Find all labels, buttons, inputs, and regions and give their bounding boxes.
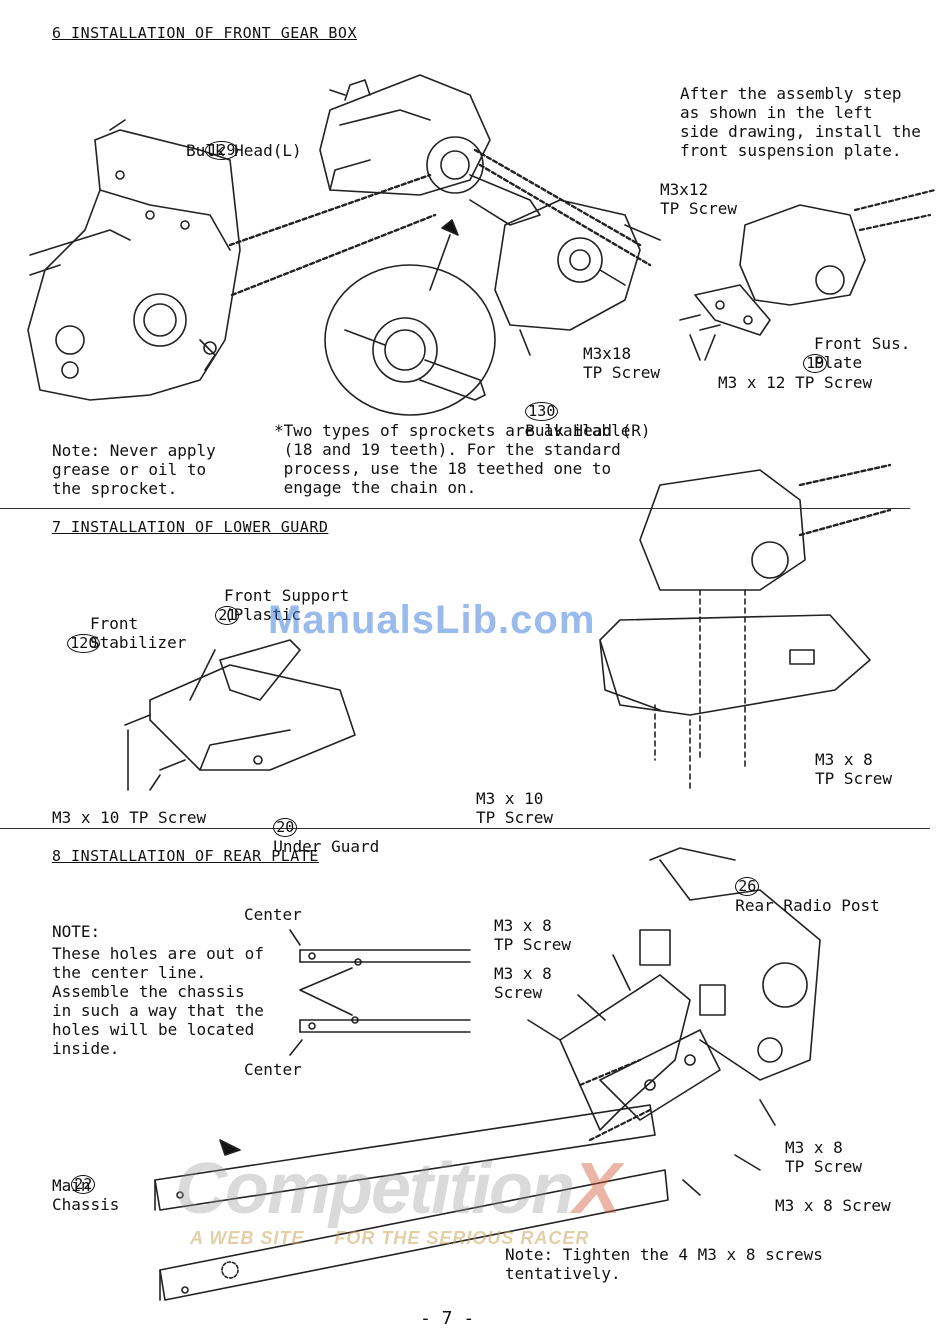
part-number-22: 22 (71, 1175, 96, 1194)
label-main-chassis-text: Main Chassis (52, 1176, 120, 1214)
label-bulk-head-left: 129 (186, 121, 239, 160)
label-center-bottom: Center (244, 1060, 302, 1079)
note-tighten-screws: Note: Tighten the 4 M3 x 8 screws tentat… (505, 1245, 823, 1283)
label-m3x8-tp-screw: M3 x 8 TP Screw (815, 750, 893, 788)
label-front-stabilizer: 120 (48, 614, 101, 653)
label-front-stabilizer-text: Front Stabilizer (90, 614, 187, 652)
rear-gearbox-drawing (27, 119, 241, 401)
section-6-instruction: After the assembly step as shown in the … (680, 84, 921, 160)
label-front-sus-plate: 19 (784, 334, 828, 373)
label-rear-radio-post: 26 Rear Radio Post (716, 857, 880, 915)
section-divider (0, 828, 930, 829)
label-m3x8-screw-d: M3 x 8 Screw (775, 1196, 891, 1215)
competitionx-tagline: A WEB SITE FOR THE SERIOUS RACER (190, 1228, 590, 1248)
label-center-top: Center (244, 905, 302, 924)
front-gearbox-with-guard-drawing (599, 463, 892, 791)
label-m3x8-tp-screw-a: M3 x 8 TP Screw (494, 916, 572, 954)
part-number-26: 26 (735, 877, 760, 896)
note-holes-body: These holes are out of the center line. … (52, 944, 264, 1058)
label-under-guard: 20 Under Guard (254, 798, 379, 856)
note-sprocket-grease: Note: Never apply grease or oil to the s… (52, 441, 216, 498)
part-number-120: 120 (67, 634, 101, 653)
section-8-title: 8 INSTALLATION OF REAR PLATE (52, 847, 319, 865)
part-number-20: 20 (273, 818, 298, 837)
label-bulk-head-left-text: Bulk Head(L) (186, 141, 302, 160)
part-number-21: 21 (215, 606, 240, 625)
manualslib-watermark: ManualsLib.com (268, 598, 596, 642)
label-m3x10-tp-screw: M3 x 10 TP Screw (52, 808, 207, 827)
label-rear-radio-post-text: Rear Radio Post (735, 896, 880, 915)
label-m3x18-tp-screw: M3x18 TP Screw (583, 344, 661, 382)
rear-plate-drawing (527, 847, 821, 1196)
main-chassis-drawing (154, 1104, 669, 1301)
center-line-diagram (289, 929, 471, 1056)
label-front-support-text: Front Support (Plastic (224, 586, 350, 624)
label-under-guard-text: Under Guard (273, 837, 380, 856)
label-bulk-head-right: 130 Bulk Head (R) (506, 382, 651, 440)
part-number-130: 130 (525, 402, 559, 421)
label-m3x10-tp-screw-b: M3 x 10 TP Screw (476, 789, 554, 827)
note-sprocket-types: *Two types of sprockets are available (1… (274, 421, 631, 497)
page-number: - 7 - (420, 1308, 475, 1329)
label-front-sus-plate-text: Front Sus. Plate (814, 334, 911, 372)
label-m3x8-screw-b: M3 x 8 Screw (494, 964, 552, 1002)
lower-guard-drawing (124, 639, 356, 791)
label-m3x12-tp-screw: M3x12 TP Screw (660, 180, 738, 218)
front-suspension-drawing (679, 188, 937, 361)
label-main-chassis: 22 (52, 1155, 96, 1194)
competitionx-watermark: CompetitionX (175, 1149, 621, 1229)
section-divider (0, 508, 910, 509)
part-number-19: 19 (803, 354, 828, 373)
label-m3x12-tp-screw-b: M3 x 12 TP Screw (718, 373, 873, 392)
label-bulk-head-right-text: Bulk Head (R) (525, 421, 651, 440)
label-front-support: 21 (196, 586, 240, 625)
label-m3x8-tp-screw-c: M3 x 8 TP Screw (785, 1138, 863, 1176)
note-heading: NOTE: (52, 922, 101, 941)
sprocket-inset-drawing (324, 264, 496, 416)
section-7-title: 7 INSTALLATION OF LOWER GUARD (52, 518, 329, 536)
section-6-title: 6 INSTALLATION OF FRONT GEAR BOX (52, 24, 357, 42)
part-number-129: 129 (205, 141, 239, 160)
front-gearbox-drawing (319, 74, 661, 356)
